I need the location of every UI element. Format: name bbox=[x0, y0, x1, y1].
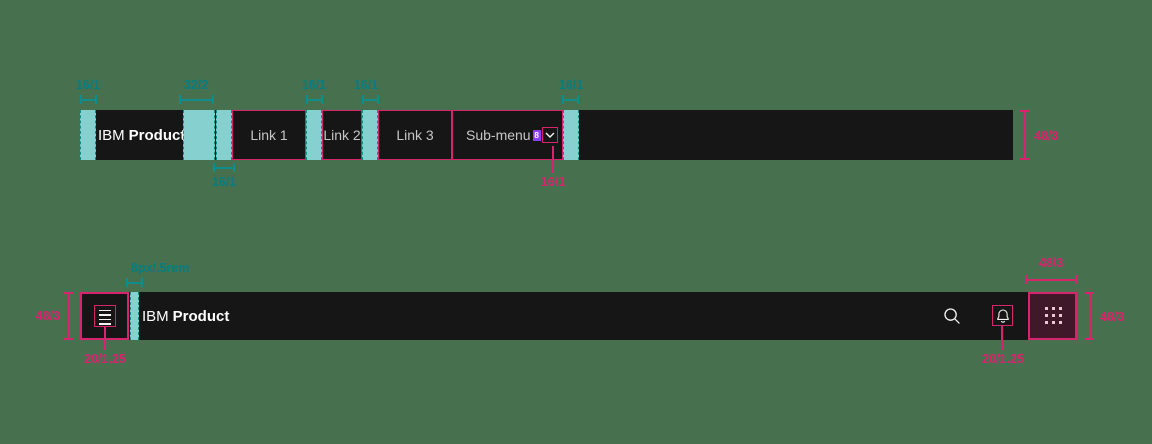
nav-link-1[interactable]: Link 1 bbox=[232, 110, 306, 160]
spacing-badge: 8 bbox=[532, 129, 541, 141]
menu-icon-line bbox=[99, 318, 111, 320]
spacer-brand-gap bbox=[183, 110, 215, 160]
measure-bracket-submenu-gap bbox=[562, 95, 579, 104]
measure-label-brand-gap: 32/2 bbox=[183, 78, 209, 92]
measure-bracket-brand-gap bbox=[179, 95, 214, 104]
measure-bracket-link-left-padding bbox=[213, 163, 235, 172]
notification-bell-icon[interactable] bbox=[995, 308, 1011, 324]
menu-icon-line bbox=[99, 314, 111, 316]
measure-label-link-left-padding: 16/1 bbox=[211, 175, 237, 189]
menu-icon-line bbox=[99, 309, 111, 311]
measure-label-top-bar-height: 48/3 bbox=[1034, 129, 1059, 143]
measure-bracket-bottom-bar-height bbox=[64, 292, 73, 340]
spacer-link-gap-2 bbox=[362, 110, 378, 160]
measure-label-brand-gap-bottom: 8px/.5rem bbox=[131, 261, 190, 275]
measure-bracket-link-gap-2 bbox=[362, 95, 379, 104]
measure-bracket-switcher-width bbox=[1025, 275, 1077, 284]
nav-link-1-label: Link 1 bbox=[250, 127, 288, 143]
measure-label-bottom-bar-height: 48/3 bbox=[35, 309, 60, 323]
measure-bracket-top-bar-height bbox=[1020, 110, 1029, 160]
callout-line-chevron bbox=[552, 146, 554, 173]
nav-submenu[interactable]: Sub-menu 8 bbox=[452, 110, 563, 160]
measure-bracket-switcher-height bbox=[1085, 292, 1094, 340]
measure-label-menu-icon-size: 20/1.25 bbox=[84, 352, 126, 366]
callout-line-bell-icon bbox=[1001, 326, 1003, 350]
spacer-link-left-padding bbox=[216, 110, 232, 160]
measure-label-switcher-width: 48/3 bbox=[1038, 256, 1064, 270]
nav-submenu-label: Sub-menu bbox=[466, 127, 531, 143]
measure-label-submenu-gap: 16/1 bbox=[558, 78, 584, 92]
brand-prefix: IBM bbox=[142, 307, 169, 325]
spacer-submenu-gap bbox=[563, 110, 579, 160]
nav-link-3[interactable]: Link 3 bbox=[378, 110, 452, 160]
measure-bracket-left-padding bbox=[80, 95, 97, 104]
menu-icon-line bbox=[99, 323, 111, 325]
search-icon[interactable] bbox=[942, 306, 962, 326]
measure-label-left-padding: 16/1 bbox=[75, 78, 101, 92]
brand-name: Product bbox=[128, 126, 186, 144]
measure-label-link-gap-2: 16/1 bbox=[353, 78, 379, 92]
measure-label-bell-icon-size: 20/1.25 bbox=[982, 352, 1024, 366]
measure-label-link-gap-1: 16/1 bbox=[301, 78, 327, 92]
menu-icon[interactable] bbox=[94, 305, 116, 327]
nav-link-3-label: Link 3 bbox=[396, 127, 434, 143]
nav-link-2[interactable]: Link 2 bbox=[322, 110, 362, 160]
measure-label-switcher-height: 48/3 bbox=[1100, 310, 1125, 324]
submenu-chevron-box bbox=[541, 127, 558, 143]
callout-line-menu-icon bbox=[104, 327, 106, 350]
app-switcher-icon bbox=[1045, 307, 1062, 324]
measure-bracket-link-gap-1 bbox=[306, 95, 323, 104]
brand-name: Product bbox=[172, 307, 230, 325]
notification-box bbox=[992, 305, 1013, 326]
nav-link-2-label: Link 2 bbox=[323, 127, 361, 143]
measure-label-chevron-size: 16/1 bbox=[540, 175, 566, 189]
measure-bracket-brand-gap-bottom bbox=[126, 278, 143, 287]
spacer-link-gap-1 bbox=[306, 110, 322, 160]
spacer-brand-gap-bottom bbox=[130, 292, 139, 340]
brand-prefix: IBM bbox=[98, 126, 125, 144]
chevron-down-icon[interactable] bbox=[545, 132, 555, 138]
app-switcher-button[interactable] bbox=[1028, 292, 1077, 340]
spacer-left-padding bbox=[80, 110, 96, 160]
